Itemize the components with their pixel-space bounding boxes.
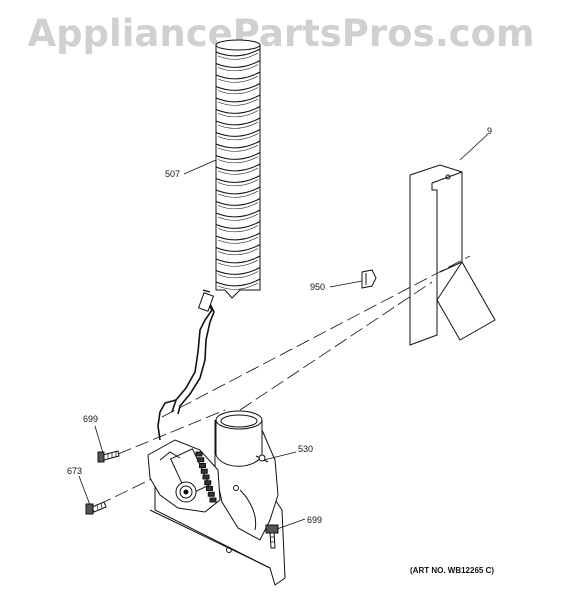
hose-rib-shadow <box>218 283 258 289</box>
hose-rib <box>216 118 260 125</box>
hose-rib <box>216 72 260 79</box>
wire-harness[interactable] <box>158 302 214 440</box>
hose-rib <box>216 176 260 183</box>
screw-699-right[interactable] <box>266 525 278 548</box>
hose-rib-shadow <box>218 272 258 278</box>
hose-rib-shadow <box>218 53 258 59</box>
hose-rib-shadow <box>218 157 258 163</box>
hose-rib <box>216 164 260 171</box>
hose-rib-shadow <box>218 237 258 243</box>
callout-bracket: 9 <box>487 126 493 136</box>
belt-link <box>205 481 211 485</box>
hose-rib-shadow <box>218 249 258 255</box>
hose-rib <box>216 199 260 206</box>
hose-rib-shadow <box>218 214 258 220</box>
hose-rib-shadow <box>218 65 258 71</box>
hose-rib <box>216 49 260 56</box>
hose-rib-shadow <box>218 99 258 105</box>
hose-rib-shadow <box>218 203 258 209</box>
hose-rib <box>216 95 260 102</box>
hose-rib-shadow <box>218 168 258 174</box>
hose-rib-shadow <box>218 88 258 94</box>
leader-lines <box>79 134 488 529</box>
hose-rib <box>216 222 260 229</box>
hose-rib-shadow <box>218 191 258 197</box>
art-number: (ART NO. WB12265 C) <box>410 566 495 575</box>
hose-rib-shadow <box>218 134 258 140</box>
callout-screw-lower: 673 <box>67 466 83 476</box>
hose-rib-shadow <box>218 111 258 117</box>
belt-link <box>203 475 209 479</box>
hose-rib <box>216 268 260 275</box>
screw-699-upper[interactable] <box>98 451 119 462</box>
hose-rib-shadow <box>218 226 258 232</box>
belt-link <box>210 498 216 502</box>
belt-link <box>208 492 214 496</box>
hose-rib <box>216 153 260 160</box>
callout-housing: 530 <box>298 444 314 454</box>
hose-rib-shadow <box>218 145 258 151</box>
hose-rib <box>216 130 260 137</box>
retaining-clip[interactable] <box>362 270 376 288</box>
hose-rib-shadow <box>218 76 258 82</box>
hose-rib <box>216 84 260 91</box>
hose-rib <box>216 245 260 252</box>
hose-rib <box>216 61 260 68</box>
belt-link <box>207 487 213 491</box>
belt-link <box>196 452 202 456</box>
blower-housing[interactable] <box>150 411 285 585</box>
flexible-duct-hose[interactable] <box>216 40 260 298</box>
hose-rib <box>216 107 260 114</box>
wire-connector[interactable] <box>199 290 214 311</box>
belt-link <box>198 458 204 462</box>
hose-rib-shadow <box>218 260 258 266</box>
hose-rib <box>216 256 260 263</box>
hose-rib-shadow <box>218 180 258 186</box>
callout-screw-upper: 699 <box>83 414 99 424</box>
belt-link <box>200 464 206 468</box>
callout-screw-right: 699 <box>307 515 323 525</box>
mounting-bracket[interactable] <box>410 165 495 345</box>
watermark-logo: AppliancePartsPros.com <box>27 12 535 55</box>
hose-rib <box>216 279 260 286</box>
hose-rib <box>216 187 260 194</box>
hose-rib <box>216 141 260 148</box>
hose-rib <box>216 233 260 240</box>
hose-rib-shadow <box>218 122 258 128</box>
hose-rib <box>216 210 260 217</box>
callout-clip: 950 <box>310 282 326 292</box>
belt-link <box>201 469 207 473</box>
blower-motor[interactable] <box>148 440 220 512</box>
callout-duct-hose: 507 <box>165 169 181 179</box>
screw-673-lower[interactable] <box>86 502 106 514</box>
